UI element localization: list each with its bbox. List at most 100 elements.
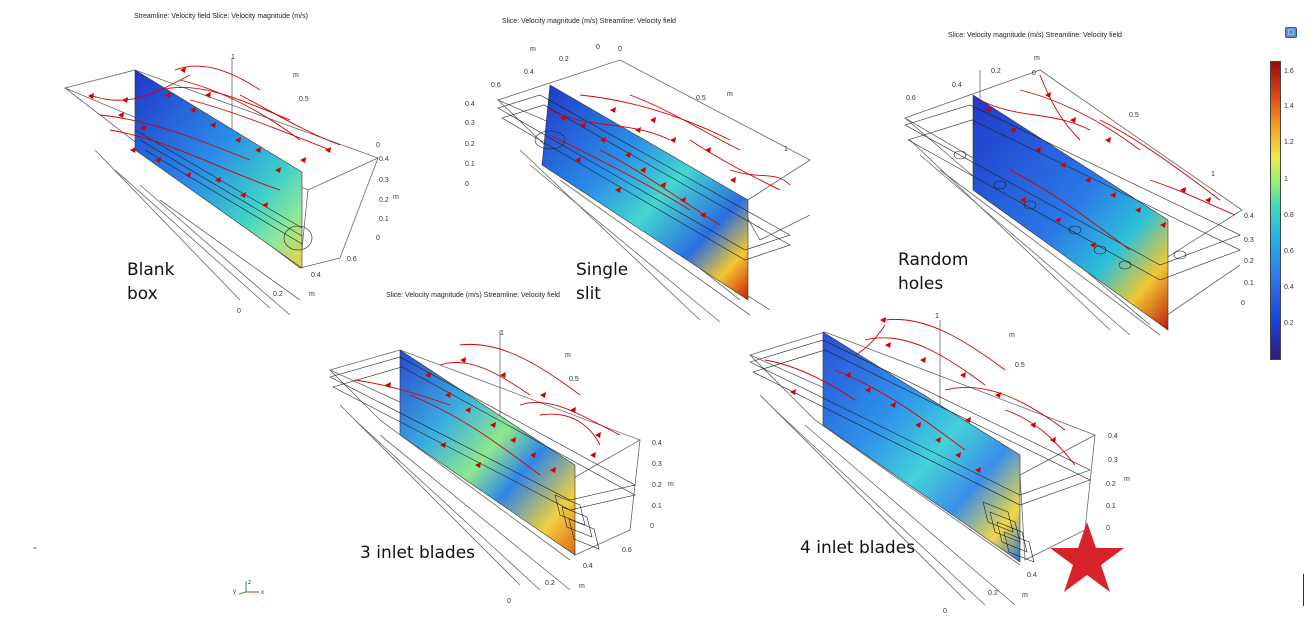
tick: 0.4	[1027, 572, 1037, 579]
tick: 0.2	[991, 68, 1001, 75]
axes-triad-icon: z y x	[233, 580, 264, 596]
tick: m	[1022, 592, 1028, 599]
panel-caption: Random holes	[898, 250, 969, 294]
tick: m	[1124, 476, 1130, 483]
tick: 0.2	[545, 580, 555, 587]
tick: 0.4	[1244, 213, 1254, 220]
colorbar-tick: 1	[1284, 176, 1288, 183]
colorbar-tick: 0.8	[1284, 212, 1294, 219]
tick: 0.4	[952, 82, 962, 89]
tick: 0.5	[1015, 362, 1025, 369]
tick: 0.2	[559, 56, 569, 63]
tick: 0	[1032, 70, 1036, 77]
tick: m	[1009, 332, 1015, 339]
tick: 0.6	[347, 256, 357, 263]
window-icon[interactable]: ▢	[1285, 27, 1297, 38]
panel-four-inlet-blades: 1 m 0.5 0.4 0.3 0.2 0.1 0 m 0.4 m 0.2 0 …	[735, 300, 1135, 618]
streamline-arrows	[985, 92, 1211, 248]
streamline-arrows	[790, 317, 1056, 473]
panel-caption: 4 inlet blades	[800, 538, 916, 558]
panel-caption: 3 inlet blades	[360, 543, 476, 563]
tick: m	[393, 194, 399, 201]
streamlines	[89, 65, 341, 191]
tick: 0.1	[1244, 280, 1254, 287]
panel-single-slit: Slice: Velocity magnitude (m/s) Streamli…	[430, 0, 860, 330]
plot-3d-blank-box	[63, 58, 380, 316]
tick: 0.5	[299, 96, 309, 103]
tick: 0.2	[1106, 481, 1116, 488]
tick: 0.4	[1108, 433, 1118, 440]
tick: 0.5	[696, 95, 706, 102]
tick: m	[530, 46, 536, 53]
tick: 0.2	[379, 197, 389, 204]
tick: 0.6	[622, 547, 632, 554]
panel-caption: Single slit	[576, 260, 629, 304]
tick: m	[668, 481, 674, 488]
tick: 0.3	[1244, 237, 1254, 244]
streamline-arrows	[88, 67, 331, 208]
tick: 0	[465, 181, 469, 188]
velocity-slice	[822, 331, 1021, 563]
tick: 0.2	[1244, 258, 1254, 265]
tick: 0.1	[379, 216, 389, 223]
tick: 0	[650, 523, 654, 530]
colorbar-tick: 0.6	[1284, 248, 1294, 255]
tick: 0.2	[465, 141, 475, 148]
tick: 0.2	[273, 291, 283, 298]
streamlines	[354, 343, 621, 476]
tick: 0	[943, 608, 947, 615]
tick: 0	[1241, 300, 1245, 307]
tick: 0.1	[465, 161, 475, 168]
panel-title: Streamline: Velocity field Slice: Veloci…	[134, 13, 308, 20]
tick: 1	[784, 146, 788, 153]
tick: 1	[500, 330, 504, 337]
tick: 0	[596, 44, 600, 51]
plot-3d-four-inlet-blades	[748, 317, 1096, 606]
colorbar-tick: 0.4	[1284, 284, 1294, 291]
tick: 0.6	[491, 82, 501, 89]
tick: 0.5	[1129, 112, 1139, 119]
tick: 0.1	[652, 503, 662, 510]
colorbar-tick: 1.6	[1284, 68, 1294, 75]
plot-3d-three-inlet-blades	[328, 330, 641, 591]
tick: 0.6	[906, 95, 916, 102]
streamlines	[549, 94, 791, 226]
tick: 0.4	[465, 101, 475, 108]
tick: m	[565, 352, 571, 359]
colorbar-tick: 1.2	[1284, 139, 1294, 146]
divider	[1303, 574, 1304, 606]
tick: 0.3	[652, 461, 662, 468]
tick: 0.1	[1106, 503, 1116, 510]
tick: 0.2	[988, 590, 998, 597]
tick: 0	[376, 235, 380, 242]
tick: m	[579, 583, 585, 590]
colorbar	[1270, 61, 1281, 360]
plot-3d-random-holes	[904, 69, 1243, 336]
colorbar-tick: 0.2	[1284, 320, 1294, 327]
tick: 1	[935, 313, 939, 320]
velocity-slice	[399, 349, 576, 556]
tick: 0	[1106, 525, 1110, 532]
panel-title: Slice: Velocity magnitude (m/s) Streamli…	[948, 32, 1122, 39]
streamlines	[979, 74, 1236, 251]
tick: 0.4	[652, 440, 662, 447]
star-icon	[1050, 522, 1124, 592]
dash-mark: -	[33, 540, 37, 554]
tick: 0.4	[583, 563, 593, 570]
plot-3d-single-slit	[496, 59, 811, 323]
panel-three-inlet-blades: Slice: Velocity magnitude (m/s) Streamli…	[300, 285, 700, 615]
panel-random-holes: Slice: Velocity magnitude (m/s) Streamli…	[860, 0, 1260, 340]
tick: 0	[507, 598, 511, 605]
panel-caption: Blank box	[127, 260, 175, 304]
tick: 1	[231, 54, 235, 61]
axis-label-y: y	[233, 589, 236, 595]
tick: 1	[1211, 171, 1215, 178]
streamline-arrows	[560, 107, 736, 218]
tick: 0	[237, 308, 241, 315]
tick: m	[309, 291, 315, 298]
axis-label-z: z	[248, 580, 251, 586]
streamlines	[764, 318, 1076, 466]
panel-title: Slice: Velocity magnitude (m/s) Streamli…	[502, 18, 676, 25]
tick: 0.4	[379, 156, 389, 163]
tick: 0	[376, 142, 380, 149]
